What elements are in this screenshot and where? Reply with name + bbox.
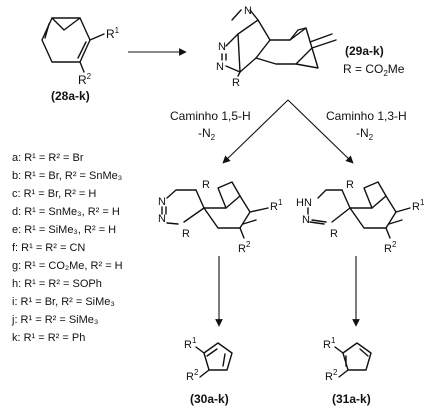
structure-31: R1 R2 (31a-k): [323, 336, 372, 406]
atom-n2-29: N: [218, 41, 226, 53]
r2-label-28: R2: [78, 72, 92, 87]
r1-label-left: R1: [270, 198, 283, 213]
substituent-e: e: R¹ = SiMe₃, R² = H: [12, 224, 116, 236]
atom-n-upper-left: N: [158, 196, 166, 208]
substituent-h: h: R¹ = R² = SOPh: [12, 278, 102, 290]
compound-label-30: (30a-k): [190, 392, 229, 406]
r1-label-28: R1: [106, 26, 120, 41]
atom-n3-29: N: [216, 61, 224, 73]
structure-28: R1 R2 (28a-k): [41, 17, 120, 103]
substituent-d: d: R¹ = SnMe₃, R² = H: [12, 206, 120, 218]
r1-label-30: R1: [184, 336, 197, 351]
compound-label-29: (29a-k): [345, 44, 384, 58]
structure-30: R1 R2 (30a-k): [184, 336, 233, 406]
compound-label-31: (31a-k): [332, 392, 371, 406]
substituent-j: j: R¹ = R² = SiMe₃: [11, 314, 98, 326]
r2-label-left: R2: [238, 240, 251, 255]
path-1-5-H-loss: -N2: [198, 126, 216, 142]
atom-n1-29: N: [244, 5, 252, 17]
atom-r-bottom-right: R: [330, 228, 338, 240]
arrow-path-1-5-H: [222, 99, 289, 164]
substituent-k: k: R¹ = R² = Ph: [12, 332, 85, 344]
path-1-3-H-loss: -N2: [356, 126, 374, 142]
atom-hn-right: HN: [296, 197, 312, 209]
r2-label-31: R2: [325, 368, 338, 383]
path-1-5-H-label: Caminho 1,5-H: [170, 109, 251, 123]
atom-r-top-left: R: [202, 179, 210, 191]
atom-r-29: R: [232, 77, 240, 89]
path-1-3-H-label: Caminho 1,3-H: [326, 109, 407, 123]
r1-label-right: R1: [412, 198, 425, 213]
atom-n-lower-left: N: [158, 213, 166, 225]
structure-29: N N N R (29a-k) R = CO2Me: [216, 5, 405, 89]
compound-label-28: (28a-k): [51, 89, 90, 103]
substituent-b: b: R¹ = Br, R² = SnMe₃: [12, 170, 122, 182]
r1-label-31: R1: [323, 336, 336, 351]
atom-r-top-right: R: [346, 179, 354, 191]
substituent-c: c: R¹ = Br, R² = H: [12, 188, 96, 200]
atom-r-bottom-left: R: [182, 228, 190, 240]
substituent-list: a: R¹ = R² = Br b: R¹ = Br, R² = SnMe₃ c…: [11, 152, 123, 344]
substituent-f: f: R¹ = R² = CN: [12, 242, 85, 254]
substituent-g: g: R¹ = CO₂Me, R² = H: [12, 260, 123, 272]
structure-intermediate-right: R HN N R R1 R2: [296, 179, 425, 255]
r2-label-right: R2: [384, 240, 397, 255]
structure-intermediate-left: R N N R R1 R2: [158, 179, 283, 255]
arrow-path-1-3-H: [287, 99, 354, 164]
r2-label-30: R2: [186, 368, 199, 383]
substituent-a: a: R¹ = R² = Br: [12, 152, 84, 164]
atom-n-right: N: [302, 214, 310, 226]
r-group-definition-29: R = CO2Me: [343, 62, 405, 78]
substituent-i: i: R¹ = Br, R² = SiMe₃: [12, 296, 115, 308]
